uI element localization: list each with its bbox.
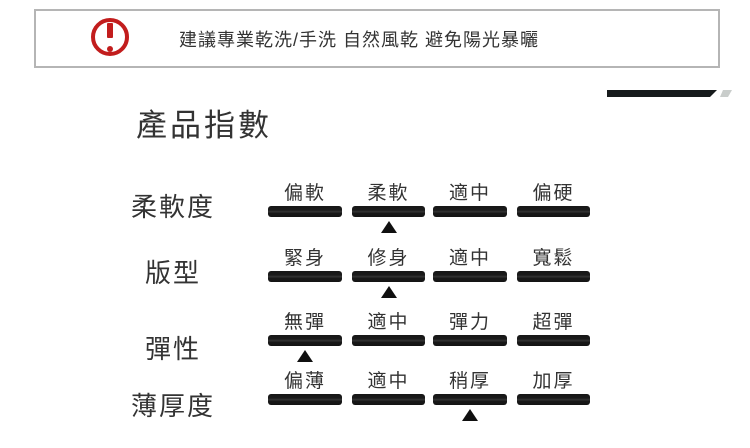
scale-step: 適中 (433, 183, 507, 217)
level-marker-triangle-icon (462, 409, 478, 421)
scale-bar (352, 206, 425, 217)
scale-step: 修身 (352, 248, 425, 282)
alert-ring (91, 18, 129, 56)
scale-bar (433, 206, 507, 217)
scale-option-label: 適中 (367, 371, 410, 392)
scale-step: 加厚 (517, 371, 590, 405)
scale-step: 緊身 (268, 248, 342, 282)
decorative-divider-dark (607, 90, 717, 97)
scale-option-label: 適中 (367, 312, 410, 333)
scale-option-label: 適中 (448, 183, 491, 204)
scale-bar (268, 206, 342, 217)
scale-bar (517, 206, 590, 217)
scale-step: 偏薄 (268, 371, 342, 405)
level-marker-triangle-icon (297, 350, 313, 362)
scale-step: 寬鬆 (517, 248, 590, 282)
scale-bar (352, 271, 425, 282)
scale-track: 偏軟 柔軟 適中 偏硬 (268, 183, 590, 239)
scale-bar (352, 335, 425, 346)
level-marker-triangle-icon (380, 221, 397, 233)
scale-bar (352, 394, 425, 405)
attribute-label: 薄厚度 (130, 391, 215, 421)
care-warning-banner: 建議專業乾洗/手洗 自然風乾 避免陽光暴曬 (34, 9, 720, 68)
scale-option-label: 適中 (448, 248, 491, 269)
scale-step: 柔軟 (352, 183, 425, 217)
index-row-elasticity: 彈性 無彈 適中 彈力 超彈 (0, 312, 750, 368)
attribute-label: 版型 (144, 258, 201, 288)
scale-step: 無彈 (268, 312, 342, 346)
scale-step: 彈力 (433, 312, 507, 346)
scale-option-label: 偏軟 (283, 183, 326, 204)
scale-step: 超彈 (517, 312, 590, 346)
scale-bar (268, 271, 342, 282)
section-title: 產品指數 (136, 108, 272, 143)
scale-option-label: 稍厚 (448, 371, 491, 392)
scale-option-label: 偏硬 (532, 183, 575, 204)
scale-track: 無彈 適中 彈力 超彈 (268, 312, 590, 368)
scale-option-label: 彈力 (448, 312, 491, 333)
alert-exclamation-bar (107, 23, 113, 38)
scale-step: 適中 (352, 312, 425, 346)
attribute-label: 柔軟度 (130, 192, 215, 222)
scale-option-label: 無彈 (283, 312, 326, 333)
alert-exclamation-icon (91, 18, 129, 56)
scale-track: 偏薄 適中 稍厚 加厚 (268, 371, 590, 427)
scale-option-label: 超彈 (532, 312, 575, 333)
scale-bar (433, 271, 507, 282)
scale-step: 適中 (352, 371, 425, 405)
scale-step: 偏軟 (268, 183, 342, 217)
decorative-divider (607, 90, 732, 97)
scale-option-label: 加厚 (532, 371, 575, 392)
index-row-softness: 柔軟度 偏軟 柔軟 適中 偏硬 (0, 183, 750, 239)
scale-step: 偏硬 (517, 183, 590, 217)
scale-step: 適中 (433, 248, 507, 282)
attribute-label: 彈性 (144, 334, 201, 364)
scale-option-label: 柔軟 (367, 183, 410, 204)
scale-bar (517, 335, 590, 346)
scale-bar (268, 335, 342, 346)
index-row-thickness: 薄厚度 偏薄 適中 稍厚 加厚 (0, 371, 750, 427)
scale-bar (517, 271, 590, 282)
scale-bar (268, 394, 342, 405)
index-row-fit: 版型 緊身 修身 適中 寬鬆 (0, 248, 750, 304)
scale-bar (433, 394, 507, 405)
scale-option-label: 偏薄 (283, 371, 326, 392)
scale-option-label: 修身 (367, 248, 410, 269)
scale-track: 緊身 修身 適中 寬鬆 (268, 248, 590, 304)
alert-exclamation-dot (107, 46, 113, 52)
level-marker-triangle-icon (380, 286, 397, 298)
scale-bar (517, 394, 590, 405)
scale-bar (433, 335, 507, 346)
care-warning-text: 建議專業乾洗/手洗 自然風乾 避免陽光暴曬 (178, 29, 539, 50)
scale-option-label: 寬鬆 (532, 248, 575, 269)
scale-step: 稍厚 (433, 371, 507, 405)
decorative-divider-tip (720, 90, 732, 97)
scale-option-label: 緊身 (283, 248, 326, 269)
